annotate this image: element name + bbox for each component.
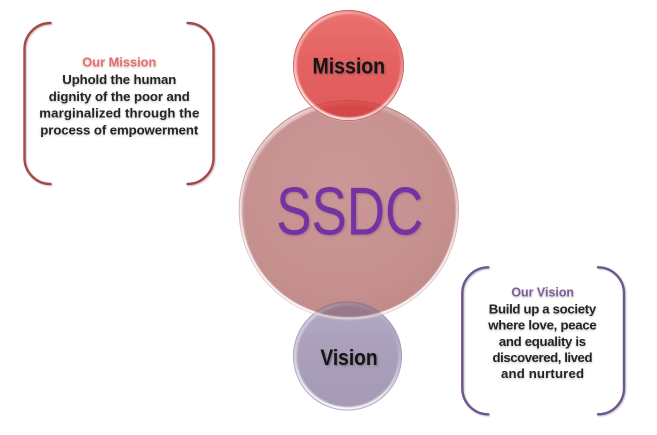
svg-text:Our Mission: Our Mission <box>82 55 156 70</box>
svg-text:Vision: Vision <box>320 345 377 370</box>
svg-text:and nurtured: and nurtured <box>501 366 584 381</box>
svg-text:where love, peace: where love, peace <box>487 318 597 333</box>
svg-text:Our Vision: Our Vision <box>511 285 574 300</box>
svg-text:Mission: Mission <box>313 53 386 78</box>
svg-text:and equality is: and equality is <box>499 334 586 349</box>
svg-text:Uphold the human: Uphold the human <box>62 72 176 87</box>
svg-text:Build up a society: Build up a society <box>489 302 597 317</box>
svg-text:process of empowerment: process of empowerment <box>40 122 199 137</box>
svg-text:dignity of the poor and: dignity of the poor and <box>49 89 190 104</box>
svg-text:SSDC: SSDC <box>276 174 423 250</box>
svg-text:marginalized through the: marginalized through the <box>39 106 199 121</box>
svg-text:discovered, lived: discovered, lived <box>493 350 593 365</box>
